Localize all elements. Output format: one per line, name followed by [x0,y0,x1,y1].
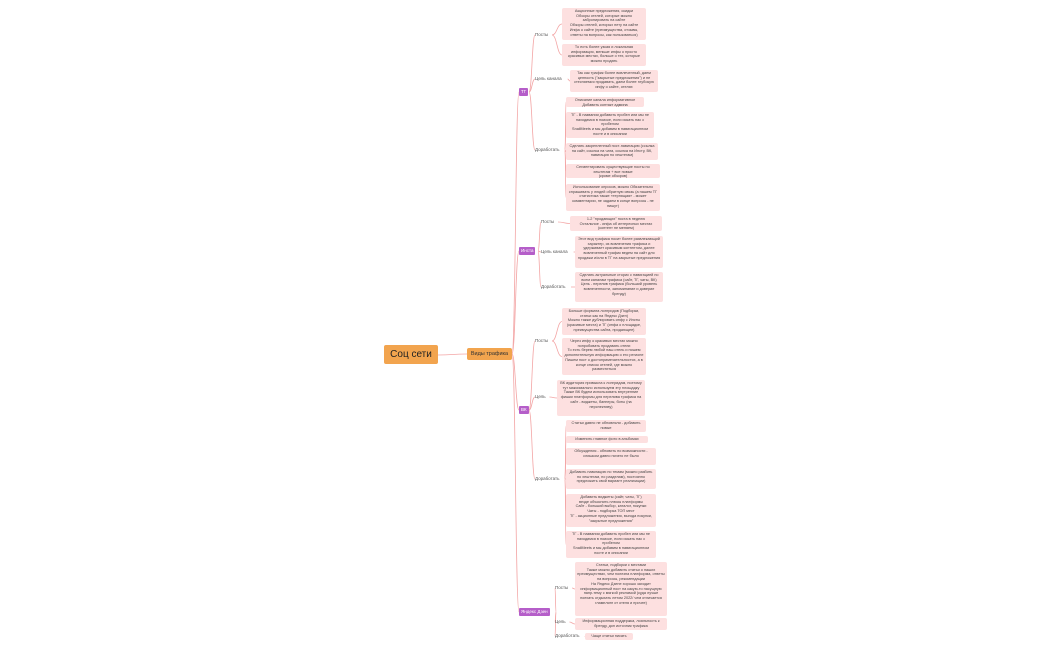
connector-line [557,221,571,224]
leaf-note[interactable]: Через инфу о красивых местах можно попро… [562,338,646,375]
connector-line [564,124,567,151]
connector-line [511,353,520,411]
connector-line [564,456,567,480]
platform-node-3[interactable]: Яндекс Дзен [519,608,550,616]
connector-line [528,91,536,151]
platform-node-0[interactable]: ТГ [519,88,529,96]
connector-line [511,91,520,355]
leaf-note[interactable]: ТГ - В названии добавить пробел или мы н… [566,112,654,138]
connector-line [554,587,557,613]
connector-line [551,23,563,36]
leaf-note[interactable]: Чаще статьи писать [585,633,633,640]
platform-node-2[interactable]: ВК [519,406,529,414]
connector-line [564,478,567,545]
leaf-note[interactable]: 1-2 "продающих" поста в неделю Остальное… [570,216,662,231]
leaf-note[interactable]: Акционные предложения, скидки Обзоры оте… [562,8,646,40]
leaf-note[interactable]: Описание канала информативное Добавить к… [566,97,644,107]
category-node[interactable]: Цель [555,619,566,624]
connector-line [528,340,536,411]
leaf-note[interactable]: Добавить навигацию по темам (можно разби… [566,469,656,489]
connector-line [511,250,520,355]
category-node[interactable]: Посты [555,585,569,590]
connector-line [549,396,558,399]
leaf-note[interactable]: Изменить главное фото в альбомах [566,436,648,443]
connector-line [511,353,520,613]
category-node[interactable]: Доработать [541,284,566,289]
connector-line [551,34,563,56]
category-node[interactable]: Посты [535,338,549,343]
connector-line [554,611,557,637]
category-node[interactable]: Посты [535,32,549,37]
leaf-note[interactable]: Информационная поддержка, лояльность к б… [575,618,667,630]
leaf-note[interactable]: Статьи, подборки с местами Также можно д… [575,562,667,616]
category-node[interactable]: Цель канала [541,249,568,254]
connector-line [571,587,576,590]
connector-line [564,149,567,198]
connector-line [528,34,536,93]
connector-line [567,78,571,82]
leaf-note[interactable]: ТГ - В названии добавить пробел или мы н… [566,531,656,558]
connector-line [551,340,563,357]
leaf-note[interactable]: ВК аудитория привыкла к лонгридам, поэто… [557,380,645,416]
leaf-note[interactable]: Сегментировать существующие посты по хеш… [566,164,660,178]
category-node[interactable]: Доработать [535,147,560,152]
leaf-note[interactable]: Использование опросов, можно Обязательно… [566,184,660,211]
category-node[interactable]: Цель канала [535,76,562,81]
main-topic-node[interactable]: Виды трафика [467,348,512,360]
leaf-note[interactable]: Обсуждения - обновить по возможности - с… [566,448,656,465]
connector-line [528,396,536,411]
connector-line [528,409,536,480]
connector-line [551,321,563,342]
leaf-note[interactable]: Сделать актуальные сторис с навигацией п… [575,272,663,302]
category-node[interactable]: Доработать [555,633,580,638]
leaf-note[interactable]: Сделать закрепленный пост-навигацию (ссы… [566,143,658,160]
category-node[interactable]: Доработать [535,476,560,481]
leaf-note[interactable]: Статьи давно не обновляли - добавить нов… [566,420,646,432]
category-node[interactable]: Цель [535,394,546,399]
leaf-note[interactable]: То есть более узкая и локальная информац… [562,44,646,66]
leaf-note[interactable]: Этот вид трафика носит более развлекающи… [575,236,663,268]
leaf-note[interactable]: Так как трафик более вовлеченный, даем ц… [570,70,658,92]
platform-node-1[interactable]: Инста [519,247,536,255]
connector-line [528,78,536,93]
connector-line [537,221,542,252]
connector-line [437,353,468,356]
root-node[interactable]: Соц сети [384,345,438,364]
leaf-note[interactable]: Добавить виджеты (сайт, чаты, ТГ) везде … [566,494,656,527]
leaf-note[interactable]: Больше формата лонгридов (Подборки, стат… [562,308,646,335]
connector-line [537,250,542,288]
category-node[interactable]: Посты [541,219,555,224]
connector-line [569,621,576,625]
